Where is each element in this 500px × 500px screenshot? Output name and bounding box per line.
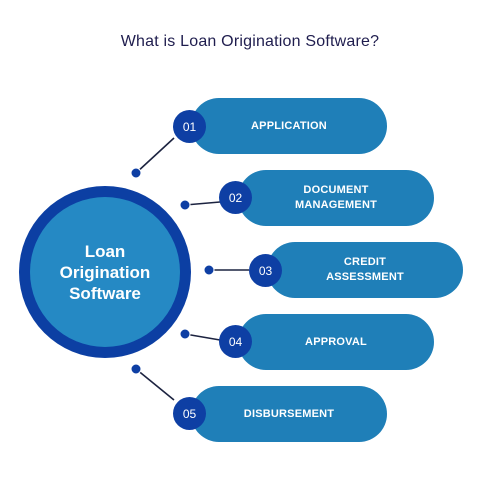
step-label-line: DOCUMENT [303, 184, 369, 196]
hub-label: Loan Origination Software [40, 241, 170, 304]
step-label: APPLICATION [251, 119, 327, 134]
connector-line-01 [135, 137, 175, 174]
hub-circle: Loan Origination Software [30, 197, 180, 347]
connector-dot-05 [130, 363, 142, 375]
step-label: CREDIT ASSESSMENT [326, 255, 404, 285]
step-label-line: ASSESSMENT [326, 271, 404, 283]
connector-dot-03 [203, 264, 215, 276]
step-number-badge: 05 [173, 397, 206, 430]
connector-line-02 [184, 201, 221, 206]
hub-label-line: Loan [84, 241, 126, 261]
step-label: APPROVAL [305, 335, 367, 350]
step-label-line: APPLICATION [251, 119, 327, 132]
page-title: What is Loan Origination Software? [120, 33, 380, 50]
step-pill-application: APPLICATION [191, 98, 387, 154]
step-number-badge: 03 [249, 254, 282, 287]
step-label-line: MANAGEMENT [294, 199, 378, 211]
step-number-badge: 01 [173, 110, 206, 143]
connector-line-04 [184, 333, 221, 341]
step-number-badge: 02 [219, 181, 252, 214]
step-pill-approval: APPROVAL [238, 314, 434, 370]
step-label: DOCUMENT MANAGEMENT [295, 183, 377, 213]
step-pill-credit-assessment: CREDIT ASSESSMENT [267, 242, 463, 298]
connector-line-05 [135, 368, 175, 401]
connector-dot-02 [179, 199, 191, 211]
hub-label-line: Software [69, 283, 141, 303]
step-number-badge: 04 [219, 325, 252, 358]
step-pill-document-management: DOCUMENT MANAGEMENT [238, 170, 434, 226]
step-label-line: CREDIT [343, 256, 387, 268]
step-pill-disbursement: DISBURSEMENT [191, 386, 387, 442]
step-label: DISBURSEMENT [244, 407, 334, 422]
step-label-line: DISBURSEMENT [243, 407, 335, 420]
connector-dot-04 [179, 328, 191, 340]
hub-label-line: Origination [59, 262, 151, 282]
step-label-line: APPROVAL [305, 335, 367, 348]
connector-dot-01 [130, 167, 142, 179]
